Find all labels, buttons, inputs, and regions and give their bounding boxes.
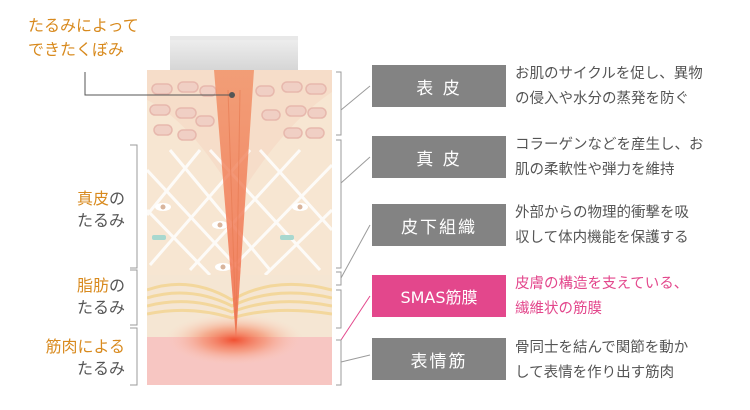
right-connectors <box>336 71 371 386</box>
layer-desc-subcutaneous-line-2: 収して体内機能を保護する <box>515 230 689 246</box>
layer-desc-mimic-muscle-line-2: して表情を作り出す筋肉 <box>515 365 675 381</box>
layer-label-subcutaneous: 皮下組織 <box>372 204 506 246</box>
left-label-dermis-rest: の <box>108 189 125 208</box>
callout-dot <box>229 92 235 98</box>
layer-desc-smas: 皮膚の構造を支えている、 繊維状の筋膜 <box>515 272 745 322</box>
layer-desc-subcutaneous-line-1: 外部からの物理的衝撃を吸 <box>515 205 689 221</box>
depression-label: たるみによって できたくぼみ <box>28 14 139 62</box>
layer-desc-epidermis: お肌のサイクルを促し、異物 の侵入や水分の蒸発を防ぐ <box>515 62 745 112</box>
ultrasound-beam <box>214 70 254 338</box>
left-label-fat-sagging: 脂肪の たるみ <box>0 275 125 319</box>
left-label-dermis-line-2: たるみ <box>76 211 125 230</box>
layer-desc-epidermis-line-1: お肌のサイクルを促し、異物 <box>515 66 703 82</box>
layer-desc-mimic-muscle: 骨同士を結んで関節を動か して表情を作り出す筋肉 <box>515 336 745 386</box>
left-label-dermis-sagging: 真皮の たるみ <box>0 188 125 232</box>
dermis-cells <box>152 203 308 271</box>
layer-label-dermis: 真 皮 <box>372 136 506 178</box>
callout-leader <box>84 72 232 96</box>
depression-label-line-2: できたくぼみ <box>28 40 125 59</box>
layer-desc-dermis-line-2: 肌の柔軟性や弾力を維持 <box>515 162 675 178</box>
left-label-fat-line-2: たるみ <box>76 298 125 317</box>
left-label-muscle-line-2: たるみ <box>76 359 125 378</box>
layer-label-mimic-muscle: 表情筋 <box>372 338 506 380</box>
epidermis-cells <box>149 81 327 141</box>
depression-label-line-1: たるみによって <box>28 16 139 35</box>
layer-desc-dermis-line-1: コラーゲンなどを産生し、お <box>515 137 704 153</box>
layer-desc-smas-line-1: 皮膚の構造を支えている、 <box>515 276 689 292</box>
left-label-dermis-accent: 真皮 <box>76 189 109 208</box>
layer-desc-dermis: コラーゲンなどを産生し、お 肌の柔軟性や弾力を維持 <box>515 133 745 183</box>
left-brackets <box>130 144 138 386</box>
left-label-muscle-accent: 筋肉による <box>45 337 125 356</box>
left-label-fat-accent: 脂肪 <box>76 276 109 295</box>
left-label-fat-rest: の <box>108 276 125 295</box>
layer-label-smas: SMAS筋膜 <box>372 275 506 317</box>
left-label-muscle-sagging: 筋肉による たるみ <box>0 336 125 380</box>
device-head <box>170 36 298 70</box>
layer-desc-epidermis-line-2: の侵入や水分の蒸発を防ぐ <box>515 91 689 107</box>
layer-label-epidermis: 表 皮 <box>372 65 506 107</box>
focus-glow <box>164 314 304 366</box>
layer-desc-mimic-muscle-line-1: 骨同士を結んで関節を動か <box>515 340 689 356</box>
layer-desc-smas-line-2: 繊維状の筋膜 <box>515 301 602 317</box>
layer-desc-subcutaneous: 外部からの物理的衝撃を吸 収して体内機能を保護する <box>515 201 745 251</box>
